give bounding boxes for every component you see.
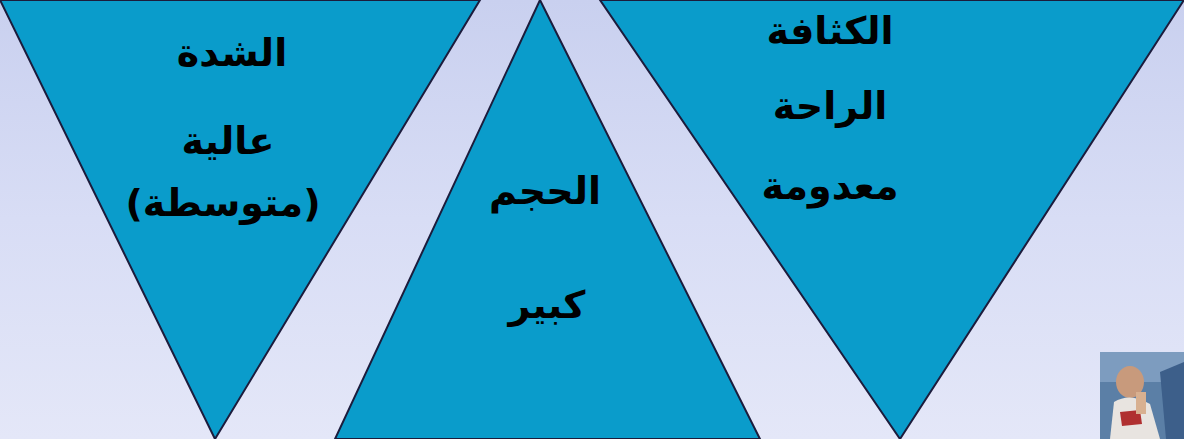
node-body: الراحة معدومة: [740, 66, 920, 226]
node-heading: الكثافة: [766, 8, 893, 54]
triangle-outline: [0, 0, 480, 439]
triangle-node: الشدة عالية (متوسطة): [0, 0, 480, 439]
athlete-photo: [1100, 352, 1184, 439]
node-heading: الحجم: [489, 168, 601, 214]
node-body: عالية (متوسطة): [136, 110, 321, 234]
node-body: كبير: [509, 282, 586, 328]
node-heading: الشدة: [177, 30, 287, 76]
